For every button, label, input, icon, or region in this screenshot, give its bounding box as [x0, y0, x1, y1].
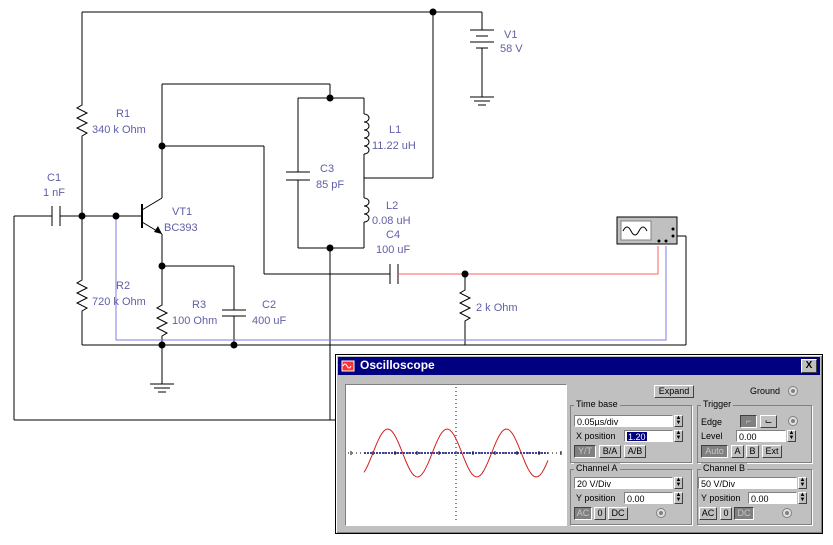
trigger-terminal[interactable] — [788, 416, 798, 426]
resistor-r2 — [75, 270, 89, 345]
label-c2-value: 400 uF — [252, 315, 287, 327]
channel-a-terminal[interactable] — [656, 508, 666, 518]
oscilloscope-instrument — [616, 216, 678, 245]
channel-a-title: Channel A — [574, 463, 620, 473]
level-label: Level — [701, 431, 723, 441]
label-c2-name: C2 — [262, 299, 277, 311]
inductor-l2 — [363, 197, 370, 223]
mode-ba-button[interactable]: B/A — [599, 445, 621, 458]
ground-terminal[interactable] — [788, 386, 798, 396]
close-button[interactable]: X — [801, 359, 817, 373]
scope-graticule — [348, 387, 564, 523]
channel-a-scale-field[interactable]: 20 V/Div — [574, 477, 673, 489]
oscilloscope-app-icon — [341, 360, 355, 372]
label-l2-name: L2 — [386, 200, 399, 212]
expand-button[interactable]: Expand — [654, 385, 694, 398]
trigger-title: Trigger — [701, 399, 734, 409]
label-r2-value: 720 k Ohm — [92, 296, 146, 308]
xpos-field[interactable]: 1.20 — [624, 430, 673, 442]
channel-b-ypos-field[interactable]: 0.00 — [748, 492, 797, 504]
level-spinner[interactable]: ▲▼ — [787, 430, 796, 442]
channel-b-ypos-spinner[interactable]: ▲▼ — [798, 492, 807, 504]
xpos-label: X position — [576, 431, 616, 441]
probe-a-wire — [398, 246, 659, 275]
mode-yt-button[interactable]: Y/T — [574, 445, 596, 458]
label-r2-name: R2 — [116, 280, 131, 292]
title-bar[interactable]: Oscilloscope X — [338, 357, 820, 375]
channel-a-dc-button[interactable]: DC — [608, 507, 628, 520]
inductor-l1 — [363, 113, 370, 155]
channel-b-scale-field[interactable]: 50 V/Div — [698, 477, 797, 489]
timebase-field[interactable]: 0.05µs/div — [574, 415, 673, 427]
resistor-r3 — [155, 266, 169, 345]
edge-label: Edge — [701, 417, 723, 427]
channel-b-terminal[interactable] — [782, 508, 792, 518]
channel-a-ac-button[interactable]: AC — [574, 507, 592, 520]
label-c1-value: 1 nF — [43, 187, 66, 199]
channel-b-zero-button[interactable]: 0 — [720, 507, 732, 520]
channel-a-group — [570, 469, 692, 525]
timebase-spinner[interactable]: ▲▼ — [674, 415, 683, 427]
trigger-a-button[interactable]: A — [731, 445, 744, 458]
label-l1-name: L1 — [389, 124, 402, 136]
label-c4-value: 100 uF — [376, 244, 411, 256]
label-l2-value: 0.08 uH — [372, 215, 411, 227]
xpos-spinner[interactable]: ▲▼ — [674, 430, 683, 442]
label-rload-value: 2 k Ohm — [476, 302, 518, 314]
channel-b-title: Channel B — [701, 463, 748, 473]
resistor-load — [458, 274, 472, 345]
junctions — [78, 8, 469, 349]
trace-channel-a — [363, 428, 549, 478]
channel-b-scale-spinner[interactable]: ▲▼ — [798, 477, 807, 489]
probe-b-wire — [115, 216, 667, 341]
label-vt1-value: BC393 — [164, 222, 198, 234]
oscilloscope-window[interactable]: Oscilloscope X Expand Ground Time base 0… — [335, 354, 823, 534]
window-title: Oscilloscope — [360, 358, 435, 372]
trigger-group — [697, 405, 812, 463]
trigger-b-button[interactable]: B — [746, 445, 759, 458]
label-r1-value: 340 k Ohm — [92, 124, 146, 136]
channel-a-ypos-label: Y position — [576, 493, 616, 503]
label-vt1-name: VT1 — [172, 206, 193, 218]
label-c4-name: C4 — [386, 229, 401, 241]
label-r3-value: 100 Ohm — [172, 315, 218, 327]
edge-falling-button[interactable]: ⌙ — [760, 415, 777, 428]
scope-display — [345, 384, 567, 526]
label-v1-name: V1 — [504, 29, 518, 41]
channel-b-group — [697, 469, 812, 525]
channel-b-ypos-label: Y position — [701, 493, 741, 503]
timebase-group — [570, 405, 692, 463]
channel-a-ypos-field[interactable]: 0.00 — [624, 492, 673, 504]
level-field[interactable]: 0.00 — [736, 430, 786, 442]
channel-a-ypos-spinner[interactable]: ▲▼ — [674, 492, 683, 504]
label-r3-name: R3 — [192, 299, 207, 311]
label-c3-value: 85 pF — [316, 179, 345, 191]
ground-label: Ground — [750, 386, 781, 396]
channel-a-zero-button[interactable]: 0 — [594, 507, 606, 520]
channel-b-ac-button[interactable]: AC — [699, 507, 717, 520]
channel-b-dc-button[interactable]: DC — [734, 507, 754, 520]
label-r1-name: R1 — [116, 108, 131, 120]
label-c1-name: C1 — [47, 172, 62, 184]
edge-rising-button[interactable]: ⌐ — [740, 415, 757, 428]
label-c3-name: C3 — [320, 163, 335, 175]
timebase-title: Time base — [574, 399, 620, 409]
trigger-ext-button[interactable]: Ext — [762, 445, 782, 458]
resistor-r1 — [75, 95, 89, 150]
label-v1-value: 58 V — [500, 43, 523, 55]
mode-ab-button[interactable]: A/B — [624, 445, 646, 458]
channel-a-scale-spinner[interactable]: ▲▼ — [674, 477, 683, 489]
transistor-arrow — [154, 226, 162, 234]
label-l1-value: 11.22 uH — [372, 140, 416, 152]
trigger-auto-button[interactable]: Auto — [701, 445, 728, 458]
